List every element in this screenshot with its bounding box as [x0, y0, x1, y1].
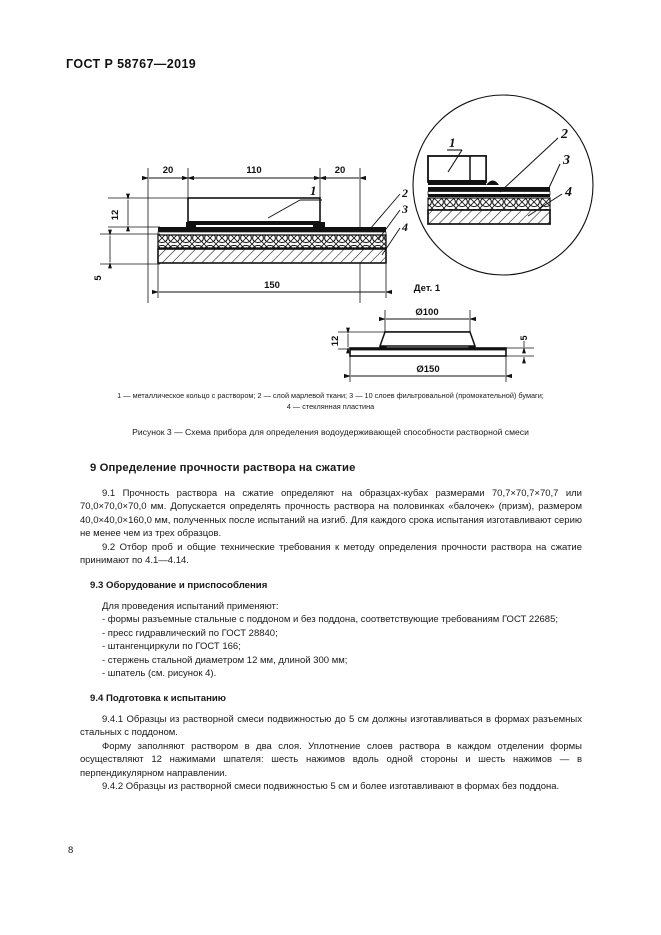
dim-left-margin: 20: [163, 165, 174, 176]
technical-drawing-svg: 20 110 20: [93, 94, 594, 382]
clause-9-4-1-text: 9.4.1 Образцы из растворной смеси подвиж…: [80, 713, 582, 739]
list-item: - стержень стальной диаметром 12 мм, дли…: [102, 654, 348, 666]
callout-4-detail: 4: [564, 185, 572, 200]
callout-2-main: 2: [401, 186, 408, 200]
detail-circle-boundary: [412, 94, 594, 276]
dim-center-span: 110: [246, 165, 261, 176]
metal-ring-body: [187, 197, 321, 225]
section-9-4-title: 9.4 Подготовка к испытанию: [90, 692, 226, 704]
standard-header: ГОСТ Р 58767—2019: [66, 57, 197, 71]
list-item: - штангенциркули по ГОСТ 166;: [102, 641, 241, 653]
metal-ring-base: [188, 221, 320, 225]
equipment-list: - формы разъемные стальные с поддоном и …: [80, 613, 582, 680]
section-9-title: 9 Определение прочности раствора на сжат…: [90, 462, 356, 474]
page-number: 8: [68, 845, 74, 856]
dim-total-length: 150: [264, 280, 280, 291]
dim-detail1-plate-height: 5: [519, 335, 529, 340]
dim-plate-height: 5: [93, 275, 104, 281]
leader-1: [267, 199, 322, 219]
callout-4-main: 4: [401, 220, 408, 234]
callout-2-detail: 2: [560, 127, 568, 142]
callout-3-detail: 3: [562, 153, 570, 168]
clause-9-4-1b-text: Форму заполняют раствором в два слоя. Уп…: [80, 740, 582, 779]
dim-right-margin: 20: [335, 165, 346, 176]
callout-1-detail: 1: [449, 135, 456, 150]
callout-1-main: 1: [310, 183, 317, 198]
figure-legend: 1 — металлическое кольцо с раствором; 2 …: [72, 391, 589, 412]
clause-9-4-2-text: 9.4.2 Образцы из растворной смеси подвиж…: [102, 781, 560, 793]
figure-legend-line-2: 4 — стеклянная пластина: [286, 401, 375, 411]
detail-paper: [427, 197, 551, 211]
clause-9-1-text: 9.1 Прочность раствора на сжатие определ…: [80, 488, 582, 540]
figure-caption: Рисунок 3 — Схема прибора для определени…: [132, 427, 529, 437]
section-9-3-title: 9.3 Оборудование и приспособления: [90, 579, 268, 591]
list-item: - формы разъемные стальные с поддоном и …: [102, 614, 558, 626]
gauze-layer: [158, 227, 386, 232]
dim-inner-diameter: Ø100: [415, 307, 438, 318]
main-section-view: 20 110 20: [93, 165, 408, 303]
detail-gauze: [428, 187, 550, 192]
detail-1-view: Дет. 1 Ø100: [330, 283, 534, 382]
clause-9-2-text: 9.2 Отбор проб и общие технические требо…: [80, 541, 582, 567]
detail-1-label: Дет. 1: [414, 283, 441, 294]
leaders-234: [369, 193, 401, 256]
clause-9-3-lead: Для проведения испытаний применяют:: [102, 600, 279, 612]
detail-circle-view: 1 2 3 4: [412, 94, 594, 276]
document-body: 9 Определение прочности раствора на сжат…: [80, 462, 582, 794]
dim-ring-height: 12: [110, 210, 121, 221]
glass-plate-layer: [157, 248, 387, 264]
callout-3-main: 3: [401, 202, 408, 216]
dim-outer-diameter: Ø150: [416, 364, 439, 375]
figure-legend-line-1: 1 — металлическое кольцо с раствором; 2 …: [117, 391, 544, 400]
dim-detail1-ring-height: 12: [330, 336, 341, 347]
list-item: - шпатель (см. рисунок 4).: [102, 668, 217, 680]
detail-glass: [427, 209, 551, 225]
filter-paper-layer: [157, 234, 387, 249]
figure-3-drawing: 20 110 20: [0, 88, 661, 388]
list-item: - пресс гидравлический по ГОСТ 28840;: [102, 627, 278, 639]
